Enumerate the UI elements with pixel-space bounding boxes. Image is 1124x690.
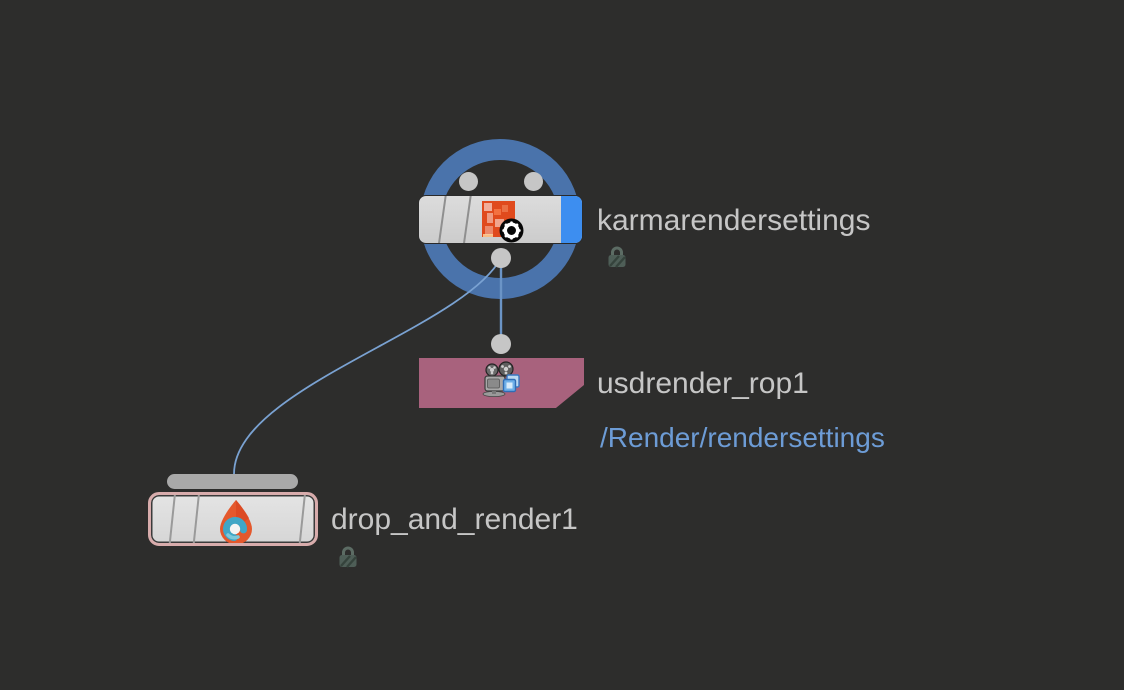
usdrender-settings-path: /Render/rendersettings: [600, 422, 885, 453]
node-label-usdrender-rop1[interactable]: usdrender_rop1: [597, 367, 809, 400]
flag-divider: [191, 495, 201, 543]
node-label-karmarendersettings[interactable]: karmarendersettings: [597, 204, 871, 237]
lock-icon: [608, 246, 626, 268]
drop-logo-icon: [220, 500, 252, 543]
gear-badge-icon: [499, 218, 524, 243]
node-usdrender-rop1[interactable]: [419, 358, 584, 408]
node-karmarendersettings[interactable]: [418, 195, 583, 244]
karma-input-connector-1[interactable]: [459, 172, 478, 191]
lock-icon: [339, 546, 357, 568]
karma-input-connector-2[interactable]: [524, 172, 543, 191]
node-drop-and-render1[interactable]: [148, 492, 318, 546]
flag-divider: [436, 196, 448, 243]
drop-input-bar-connector[interactable]: [167, 474, 298, 489]
display-flag[interactable]: [561, 196, 582, 243]
node-label-drop-and-render1[interactable]: drop_and_render1: [331, 503, 578, 536]
karma-output-connector[interactable]: [491, 248, 511, 268]
flag-divider: [297, 495, 307, 543]
usdrender-input-connector[interactable]: [491, 334, 511, 354]
flag-divider: [461, 196, 473, 243]
usd-render-projector-icon: [482, 361, 520, 397]
wire-karma-to-drop[interactable]: [233, 257, 502, 475]
flag-divider: [167, 495, 177, 543]
